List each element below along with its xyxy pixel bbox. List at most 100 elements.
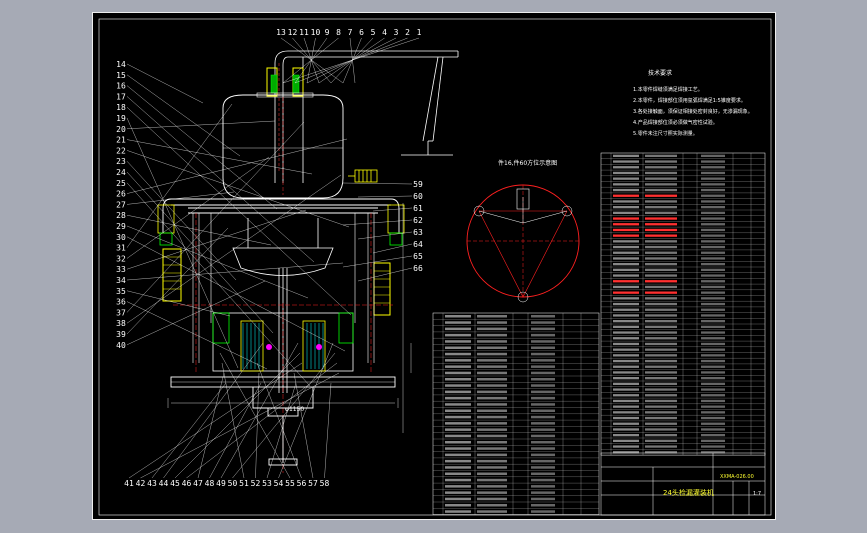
- callout-label: 55: [285, 479, 295, 488]
- callout-label: 54: [274, 479, 284, 488]
- drawing-number: XXMA-026.00: [720, 474, 754, 480]
- scale-label: 1:7: [753, 491, 761, 497]
- callout-label: 17: [116, 92, 126, 101]
- callout-label: 5: [371, 28, 376, 37]
- callouts-right: 59 60 61 62 63 64 65 66: [413, 180, 423, 273]
- callout-label: 8: [336, 28, 341, 37]
- callout-label: 56: [297, 479, 307, 488]
- tech-req-line: 3.各处接触面，须保证相接处密封良好，无渗漏现象。: [633, 108, 753, 115]
- callout-label: 7: [348, 28, 353, 37]
- callout-label: 65: [413, 252, 423, 261]
- callout-label: 28: [116, 211, 126, 220]
- parts-list-left: [432, 312, 600, 515]
- callout-label: 11: [299, 28, 309, 37]
- technical-requirements: 技术要求 1.本零件焊缝须满足焊接工艺。 2.本零件，焊接部位须用氩弧焊满足1:5…: [633, 69, 753, 137]
- callout-label: 3: [394, 28, 399, 37]
- callout-label: 13: [276, 28, 286, 37]
- callout-label: 59: [413, 180, 423, 189]
- callout-label: 49: [216, 479, 226, 488]
- callout-label: 23: [116, 157, 126, 166]
- dimensions: [167, 203, 412, 433]
- detail-title: 件16,件60方位示意图: [498, 159, 557, 167]
- callout-label: 53: [262, 479, 272, 488]
- callout-label: 24: [116, 168, 126, 177]
- callout-label: 32: [116, 254, 126, 263]
- callout-label: 9: [325, 28, 330, 37]
- feed-pipe: [274, 50, 459, 183]
- callout-label: 29: [116, 222, 126, 231]
- callout-label: 18: [116, 103, 126, 112]
- callout-label: 21: [116, 136, 126, 145]
- callout-label: 44: [159, 479, 169, 488]
- callout-label: 15: [116, 71, 126, 80]
- callout-label: 64: [413, 240, 423, 249]
- callout-label: 61: [413, 204, 423, 213]
- callout-label: 35: [116, 287, 126, 296]
- inner-border: [98, 18, 772, 516]
- callout-label: 26: [116, 190, 126, 199]
- callout-label: 52: [251, 479, 261, 488]
- callout-label: 20: [116, 125, 126, 134]
- top-fitting: [256, 67, 314, 98]
- callout-label: 41: [124, 479, 134, 488]
- support-columns: [192, 213, 375, 363]
- callout-label: 12: [288, 28, 298, 37]
- parts-list-right: [600, 152, 766, 456]
- tech-req-title: 技术要求: [648, 69, 672, 77]
- callout-label: 16: [116, 82, 126, 91]
- callout-label: 66: [413, 264, 423, 273]
- manifold: [162, 198, 400, 233]
- tech-req-line: 2.本零件，焊接部位须用氩弧焊满足1:5锥度要求。: [633, 97, 746, 104]
- lower-assembly: [212, 312, 354, 372]
- leader-lines: [126, 37, 420, 479]
- callout-label: 34: [116, 276, 126, 285]
- orientation-detail: 件16,件60方位示意图: [466, 159, 580, 303]
- spray-nozzle: [348, 169, 378, 183]
- callout-label: 4: [382, 28, 387, 37]
- tech-req-line: 4.产品焊接部位须必须做气密性试验。: [633, 119, 718, 126]
- callout-label: 50: [228, 479, 238, 488]
- callout-label: 39: [116, 330, 126, 339]
- callout-label: 30: [116, 233, 126, 242]
- callout-label: 46: [182, 479, 192, 488]
- callout-label: 63: [413, 228, 423, 237]
- callout-label: 58: [320, 479, 330, 488]
- callout-label: 60: [413, 192, 423, 201]
- callout-label: 42: [136, 479, 146, 488]
- callout-label: 14: [116, 60, 126, 69]
- callout-label: 48: [205, 479, 215, 488]
- callout-label: 43: [147, 479, 157, 488]
- callout-label: 37: [116, 308, 126, 317]
- float-arm: [401, 56, 453, 156]
- tech-req-line: 1.本零件焊缝须满足焊接工艺。: [633, 86, 703, 93]
- callout-label: 38: [116, 319, 126, 328]
- left-valve-unit: [157, 204, 182, 302]
- title-block-name: 24头检漏灌装机: [663, 488, 714, 497]
- callout-label: 31: [116, 244, 126, 253]
- dimension-label: φ1150: [285, 406, 304, 413]
- base-plate: [170, 376, 396, 466]
- callout-label: 62: [413, 216, 423, 225]
- callout-label: 51: [239, 479, 249, 488]
- upper-tank: [222, 94, 344, 199]
- middle-bowl: [232, 218, 334, 393]
- callout-label: 45: [170, 479, 180, 488]
- callout-label: 25: [116, 179, 126, 188]
- callout-label: 57: [308, 479, 318, 488]
- title-block: [600, 452, 766, 516]
- tech-req-line: 5.零件未注尺寸照实际测量。: [633, 130, 698, 137]
- callout-label: 10: [311, 28, 321, 37]
- callout-label: 40: [116, 341, 126, 350]
- callout-label: 2: [405, 28, 410, 37]
- callout-label: 33: [116, 265, 126, 274]
- callout-label: 19: [116, 114, 126, 123]
- callout-label: 22: [116, 146, 126, 155]
- callout-label: 27: [116, 200, 126, 209]
- callout-label: 1: [417, 28, 422, 37]
- callout-label: 47: [193, 479, 203, 488]
- callout-label: 36: [116, 298, 126, 307]
